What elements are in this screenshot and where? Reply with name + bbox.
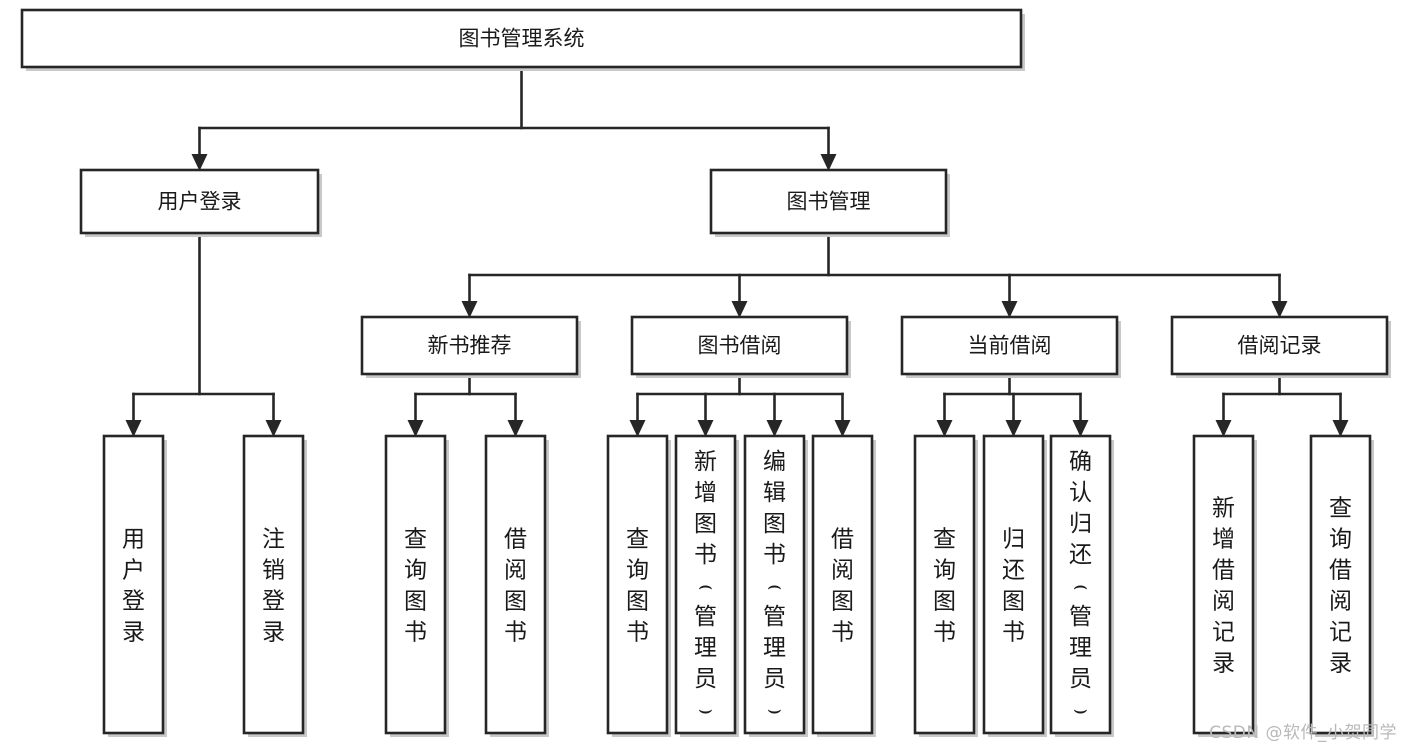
node-label: 图书管理系统 bbox=[459, 27, 585, 51]
node-root[interactable]: 图书管理系统 bbox=[20, 8, 1025, 71]
node-leaf-query-record[interactable]: 查询借阅记录 bbox=[1309, 434, 1374, 737]
node-label: 图书借阅 bbox=[698, 334, 782, 358]
node-label: 查询图书 bbox=[626, 527, 649, 646]
arrowhead-icon bbox=[125, 420, 142, 437]
arrowhead-icon bbox=[834, 420, 851, 437]
node-leaf-borrow-book-2[interactable]: 借阅图书 bbox=[811, 434, 876, 737]
node-label: 当前借阅 bbox=[968, 334, 1052, 358]
arrowhead-icon bbox=[936, 420, 953, 437]
node-borrow-record[interactable]: 借阅记录 bbox=[1170, 315, 1391, 378]
node-book-borrow[interactable]: 图书借阅 bbox=[630, 315, 851, 378]
arrowhead-icon bbox=[1001, 301, 1018, 318]
node-label: 归还图书 bbox=[1002, 527, 1025, 646]
node-user-login[interactable]: 用户登录 bbox=[79, 168, 322, 237]
arrowhead-icon bbox=[629, 420, 646, 437]
node-label: 借阅记录 bbox=[1238, 334, 1322, 358]
node-leaf-add-book[interactable]: 新增图书⌢管理员⌣ bbox=[674, 434, 739, 737]
node-leaf-user-logout[interactable]: 注销登录 bbox=[242, 434, 307, 737]
node-new-book-recommend[interactable]: 新书推荐 bbox=[360, 315, 581, 378]
arrowhead-icon bbox=[697, 420, 714, 437]
arrowhead-icon bbox=[1271, 301, 1288, 318]
node-label: 新增图书⌢管理员⌣ bbox=[694, 449, 717, 723]
node-leaf-confirm-return[interactable]: 确认归还⌢管理员⌣ bbox=[1049, 434, 1114, 737]
arrowhead-icon bbox=[820, 154, 837, 171]
arrowhead-icon bbox=[461, 301, 478, 318]
node-label: 新增借阅记录 bbox=[1212, 496, 1235, 677]
node-current-borrow[interactable]: 当前借阅 bbox=[900, 315, 1121, 378]
node-leaf-edit-book[interactable]: 编辑图书⌢管理员⌣ bbox=[743, 434, 808, 737]
arrowhead-icon bbox=[1332, 420, 1349, 437]
node-leaf-user-login[interactable]: 用户登录 bbox=[102, 434, 167, 737]
arrowhead-icon bbox=[1072, 420, 1089, 437]
node-leaf-borrow-book-1[interactable]: 借阅图书 bbox=[484, 434, 549, 737]
node-label: 查询借阅记录 bbox=[1329, 496, 1352, 677]
node-label: 用户登录 bbox=[158, 190, 242, 214]
node-label: 用户登录 bbox=[122, 527, 145, 646]
node-label: 图书管理 bbox=[787, 190, 871, 214]
arrowhead-icon bbox=[1005, 420, 1022, 437]
arrowhead-icon bbox=[407, 420, 424, 437]
node-leaf-query-book-3[interactable]: 查询图书 bbox=[913, 434, 978, 737]
node-label: 新书推荐 bbox=[428, 334, 512, 358]
node-book-manage[interactable]: 图书管理 bbox=[709, 168, 950, 237]
node-label: 注销登录 bbox=[262, 527, 285, 646]
node-leaf-query-book-1[interactable]: 查询图书 bbox=[384, 434, 449, 737]
nodes-layer: 图书管理系统用户登录图书管理新书推荐图书借阅当前借阅借阅记录用户登录注销登录查询… bbox=[20, 8, 1391, 737]
node-label: 查询图书 bbox=[404, 527, 427, 646]
node-label: 编辑图书⌢管理员⌣ bbox=[763, 449, 786, 723]
node-leaf-add-record[interactable]: 新增借阅记录 bbox=[1192, 434, 1257, 737]
arrowhead-icon bbox=[265, 420, 282, 437]
arrowhead-icon bbox=[191, 154, 208, 171]
node-leaf-query-book-2[interactable]: 查询图书 bbox=[606, 434, 671, 737]
node-label: 确认归还⌢管理员⌣ bbox=[1069, 449, 1092, 723]
edges-layer bbox=[125, 65, 1349, 437]
arrowhead-icon bbox=[731, 301, 748, 318]
node-label: 借阅图书 bbox=[831, 527, 854, 646]
arrowhead-icon bbox=[1215, 420, 1232, 437]
arrowhead-icon bbox=[507, 420, 524, 437]
node-label: 查询图书 bbox=[933, 527, 956, 646]
node-label: 借阅图书 bbox=[504, 527, 527, 646]
node-leaf-return-book[interactable]: 归还图书 bbox=[982, 434, 1047, 737]
arrowhead-icon bbox=[766, 420, 783, 437]
watermark-text: CSDN @软件_小贺同学 bbox=[1209, 723, 1397, 743]
